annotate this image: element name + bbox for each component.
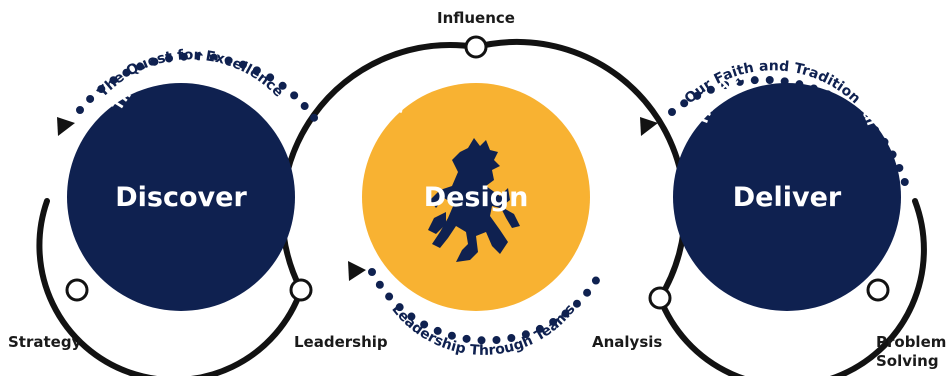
node-analysis	[648, 286, 672, 310]
label-strategy: Strategy	[8, 333, 82, 351]
node-influence	[464, 35, 488, 59]
node-problem-solving	[866, 278, 890, 302]
dotted-arc-design	[368, 266, 606, 345]
lion-rampant-icon	[428, 138, 520, 262]
node-leadership	[289, 278, 313, 302]
label-leadership: Leadership	[294, 333, 388, 351]
arrow-deliver-icon	[640, 117, 658, 136]
label-problem-line2: Solving	[876, 352, 939, 370]
label-influence: Influence	[437, 9, 515, 27]
arrow-design-icon	[348, 261, 366, 281]
arrow-discover-icon	[57, 117, 75, 136]
design-title: Design	[424, 182, 529, 213]
discover-title: Discover	[115, 182, 247, 213]
dotted-arc-deliver	[668, 75, 910, 190]
dotted-arc-discover	[76, 52, 326, 134]
deliver-circle	[673, 83, 901, 311]
label-problem-line1: Problem	[876, 333, 946, 351]
node-strategy	[65, 278, 89, 302]
label-analysis: Analysis	[592, 333, 662, 351]
discover-circle	[67, 83, 295, 311]
deliver-title: Deliver	[733, 182, 842, 213]
